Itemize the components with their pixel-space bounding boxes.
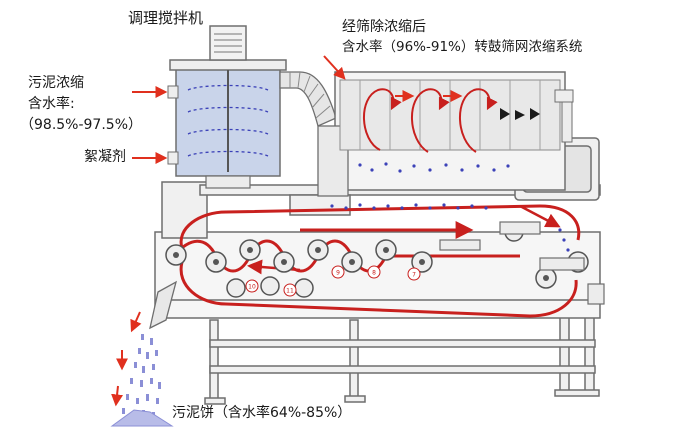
frame-leg xyxy=(209,319,219,401)
sludge-label-line1: 污泥浓缩 xyxy=(28,75,84,91)
drum-label-line2: 含水率（96%-91%）转鼓筛网浓缩系统 xyxy=(342,39,583,55)
transfer-hose xyxy=(279,71,337,127)
lower-rail xyxy=(209,339,596,348)
roller-number: 8 xyxy=(372,270,376,277)
mixer-motor xyxy=(209,25,247,61)
cake-discharge xyxy=(110,280,178,427)
tension-cylinder xyxy=(499,221,541,235)
upper-belt xyxy=(179,204,581,249)
frame-foot xyxy=(344,395,366,403)
mixer-label: 调理搅拌机 xyxy=(128,9,204,27)
drum-pointer-arrow xyxy=(323,55,346,80)
frame-foot xyxy=(554,389,600,397)
sludge-label-line2: 含水率: xyxy=(28,96,75,112)
flow-arrows xyxy=(111,55,346,407)
discharge-chute xyxy=(149,280,178,330)
roller-number: 10 xyxy=(248,284,256,291)
cake-drop-arrow xyxy=(111,385,124,407)
guide-roller xyxy=(294,278,314,298)
roller-number: 11 xyxy=(286,288,294,295)
mixer-tank xyxy=(167,25,287,189)
deviation-cylinder xyxy=(587,283,605,305)
guide-roller xyxy=(226,278,246,298)
cake-drop-arrow xyxy=(130,311,142,333)
flocculant-label: 絮凝剂 xyxy=(84,149,126,165)
drum-label-line1: 经筛除浓缩后 xyxy=(342,19,426,35)
sludge-label-line3: （98.5%-97.5%） xyxy=(20,117,143,133)
guide-roller xyxy=(260,276,280,296)
roller-number: 9 xyxy=(336,270,340,277)
mixer-lid xyxy=(169,59,287,71)
frame-foot xyxy=(204,397,226,405)
lower-belt xyxy=(179,261,578,318)
lower-rail xyxy=(209,365,596,374)
belt-system: 7 8 9 10 11 xyxy=(165,203,605,318)
cake-label: 污泥饼（含水率64%-85%） xyxy=(172,405,352,421)
tension-cylinder xyxy=(539,257,585,271)
left-frame-block xyxy=(161,181,208,239)
roller-number: 7 xyxy=(412,272,416,279)
drum-thickener xyxy=(317,71,574,197)
frame-plate xyxy=(439,239,481,251)
frame-leg xyxy=(349,319,359,399)
cake-pile xyxy=(110,409,174,427)
